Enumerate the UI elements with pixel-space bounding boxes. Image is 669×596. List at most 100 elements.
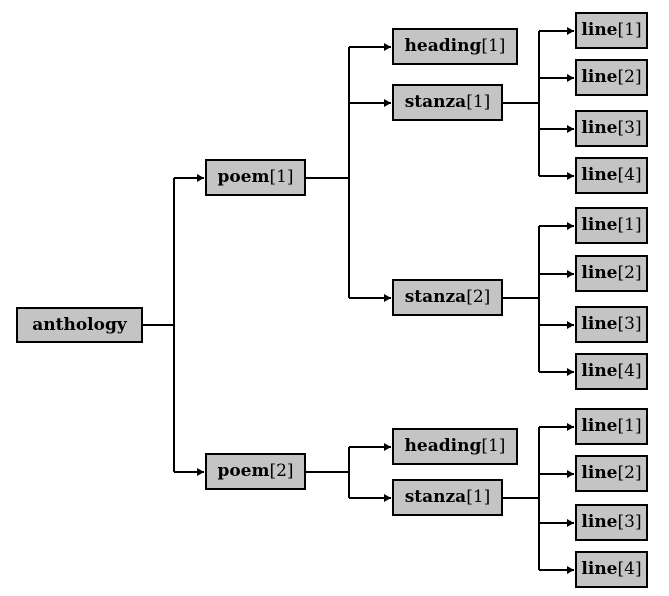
edge-bus-poem2 <box>348 446 350 498</box>
node-s21-line2[interactable]: line[2] <box>575 455 648 492</box>
node-s12-line4[interactable]: line[4] <box>575 353 648 390</box>
node-label-index: [3] <box>617 314 642 334</box>
edge-stub-poem2 <box>306 470 349 473</box>
arrowhead-p2-stanza1-s21-line1 <box>567 422 574 431</box>
arrowhead-p2-stanza1-s21-line2 <box>567 469 574 478</box>
node-s12-line3[interactable]: line[3] <box>575 306 648 343</box>
node-label-name: anthology <box>32 314 127 335</box>
arrowhead-poem2-p2-stanza1 <box>384 493 391 502</box>
node-s21-line4[interactable]: line[4] <box>575 551 648 588</box>
node-label-name: stanza <box>404 287 467 307</box>
edge-link-p1-stanza1-s11-line4 <box>539 174 574 177</box>
edge-link-p1-stanza2-s12-line1 <box>539 224 574 227</box>
node-label-name: heading <box>404 436 482 456</box>
edge-link-p1-stanza1-s11-line2 <box>539 76 574 79</box>
edge-bus-p2-stanza1 <box>538 426 540 570</box>
arrowhead-p2-stanza1-s21-line3 <box>567 518 574 527</box>
node-label-index: [4] <box>617 165 642 185</box>
node-label-index: [1] <box>269 167 294 187</box>
node-poem2[interactable]: poem[2] <box>205 453 306 490</box>
node-label-index: [1] <box>481 36 506 56</box>
edge-link-anthology-poem2 <box>174 470 204 473</box>
arrowhead-p1-stanza2-s12-line2 <box>567 269 574 278</box>
edge-link-p1-stanza1-s11-line3 <box>539 127 574 130</box>
node-s21-line3[interactable]: line[3] <box>575 504 648 541</box>
node-s21-line1[interactable]: line[1] <box>575 408 648 445</box>
edge-link-p2-stanza1-s21-line1 <box>539 425 574 428</box>
edge-link-p2-stanza1-s21-line2 <box>539 472 574 475</box>
node-label-name: line <box>581 20 618 40</box>
arrowhead-poem2-p2-heading1 <box>384 442 391 451</box>
arrowhead-p1-stanza1-s11-line2 <box>567 73 574 82</box>
node-poem1[interactable]: poem[1] <box>205 159 306 196</box>
edge-link-poem2-p2-heading1 <box>349 445 391 448</box>
edge-link-poem2-p2-stanza1 <box>349 496 391 499</box>
edge-bus-p1-stanza2 <box>538 225 540 372</box>
arrowhead-anthology-poem1 <box>197 173 204 182</box>
arrowhead-anthology-poem2 <box>197 467 204 476</box>
node-s12-line1[interactable]: line[1] <box>575 207 648 244</box>
edge-link-p2-stanza1-s21-line3 <box>539 521 574 524</box>
node-label-name: line <box>581 263 618 283</box>
node-p1-stanza2[interactable]: stanza[2] <box>392 279 503 316</box>
node-s11-line1[interactable]: line[1] <box>575 12 648 49</box>
node-label-index: [1] <box>617 416 642 436</box>
edge-stub-p1-stanza1 <box>503 101 539 104</box>
node-label-name: poem <box>217 167 270 187</box>
edge-stub-p1-stanza2 <box>503 296 539 299</box>
node-label-name: stanza <box>404 487 467 507</box>
node-label-name: line <box>581 67 618 87</box>
node-s11-line2[interactable]: line[2] <box>575 59 648 96</box>
edge-bus-anthology <box>173 177 175 472</box>
node-p2-stanza1[interactable]: stanza[1] <box>392 479 503 516</box>
node-label-name: line <box>581 314 618 334</box>
node-label-index: [1] <box>481 436 506 456</box>
node-label-name: line <box>581 463 618 483</box>
node-label-index: [2] <box>617 263 642 283</box>
node-s11-line4[interactable]: line[4] <box>575 157 648 194</box>
arrowhead-p1-stanza2-s12-line1 <box>567 221 574 230</box>
node-p2-heading1[interactable]: heading[1] <box>392 428 518 465</box>
edge-bus-p1-stanza1 <box>538 30 540 176</box>
edge-link-poem1-p1-stanza1 <box>349 101 391 104</box>
node-label-index: [1] <box>617 20 642 40</box>
edge-bus-poem1 <box>348 46 350 298</box>
node-label-index: [2] <box>617 463 642 483</box>
node-label-index: [4] <box>617 559 642 579</box>
node-label-index: [3] <box>617 512 642 532</box>
edge-stub-poem1 <box>306 176 349 179</box>
arrowhead-p1-stanza1-s11-line3 <box>567 124 574 133</box>
edge-link-p1-stanza2-s12-line2 <box>539 272 574 275</box>
node-label-name: poem <box>217 461 270 481</box>
node-label-index: [3] <box>617 118 642 138</box>
edge-link-poem1-p1-stanza2 <box>349 296 391 299</box>
node-label-index: [4] <box>617 361 642 381</box>
edge-link-poem1-p1-heading1 <box>349 45 391 48</box>
node-label-index: [1] <box>617 215 642 235</box>
node-label-index: [1] <box>466 92 491 112</box>
node-p1-heading1[interactable]: heading[1] <box>392 28 518 65</box>
node-s12-line2[interactable]: line[2] <box>575 255 648 292</box>
node-label-index: [1] <box>466 487 491 507</box>
node-anthology[interactable]: anthology <box>16 307 143 343</box>
arrowhead-poem1-p1-heading1 <box>384 42 391 51</box>
arrowhead-p1-stanza2-s12-line3 <box>567 320 574 329</box>
node-s11-line3[interactable]: line[3] <box>575 110 648 147</box>
arrowhead-p1-stanza1-s11-line4 <box>567 171 574 180</box>
node-label-index: [2] <box>617 67 642 87</box>
edge-link-p2-stanza1-s21-line4 <box>539 568 574 571</box>
edge-link-p1-stanza2-s12-line3 <box>539 323 574 326</box>
node-label-name: line <box>581 512 618 532</box>
node-label-name: line <box>581 215 618 235</box>
arrowhead-poem1-p1-stanza2 <box>384 293 391 302</box>
node-p1-stanza1[interactable]: stanza[1] <box>392 84 503 121</box>
node-label-name: line <box>581 361 618 381</box>
node-label-name: stanza <box>404 92 467 112</box>
node-label-name: line <box>581 559 618 579</box>
edge-link-anthology-poem1 <box>174 176 204 179</box>
edge-link-p1-stanza1-s11-line1 <box>539 29 574 32</box>
arrowhead-poem1-p1-stanza1 <box>384 98 391 107</box>
node-label-index: [2] <box>269 461 294 481</box>
edge-link-p1-stanza2-s12-line4 <box>539 370 574 373</box>
